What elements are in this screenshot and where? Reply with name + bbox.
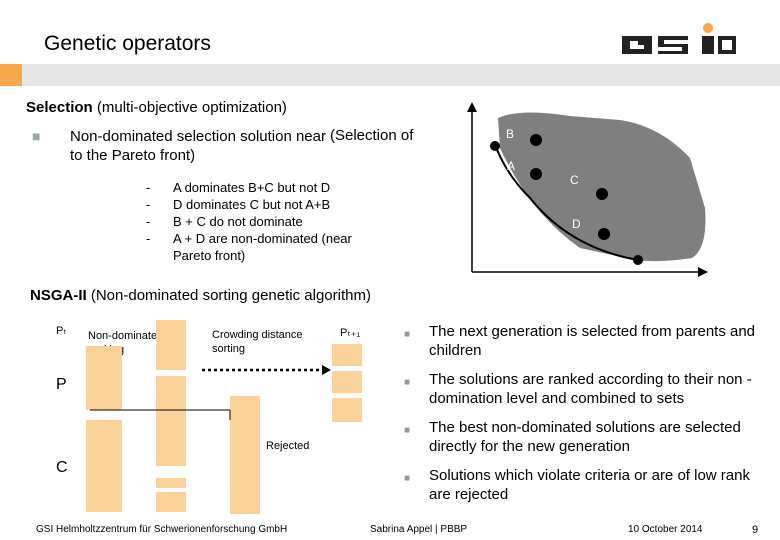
parent-population-bar xyxy=(86,346,122,410)
point-c xyxy=(596,188,608,200)
point-front-1 xyxy=(490,141,500,151)
feasible-region xyxy=(498,112,706,262)
rank-bar-3 xyxy=(156,478,186,488)
header-accent xyxy=(0,64,22,86)
gsi-logo xyxy=(622,23,736,54)
rejected-bar xyxy=(230,396,260,514)
rank-bar-1 xyxy=(156,320,186,370)
pt1-label: Pₜ₊₁ xyxy=(340,327,361,339)
dominance-list: -A dominates B+C but not D -D dominates … xyxy=(146,179,353,264)
nsga-arrows xyxy=(90,365,331,420)
rank-bar-2 xyxy=(156,376,186,466)
nsga-bullet-list: ■The next generation is selected from pa… xyxy=(404,322,774,514)
selection-bullet-suffix: (Selection of xyxy=(330,127,414,144)
header-band xyxy=(0,64,780,86)
selection-bullet-text: Non-dominated selection solution near to… xyxy=(70,128,326,164)
pareto-diagram: B A C D xyxy=(467,102,708,277)
pt-label: Pₜ xyxy=(56,325,67,337)
point-a xyxy=(530,168,542,180)
slide-title: Genetic operators xyxy=(44,32,211,55)
list-item: ■The solutions are ranked according to t… xyxy=(404,371,752,407)
next-bar-2 xyxy=(332,371,362,393)
list-item: -A + D are non-dominated (near Pareto fr… xyxy=(146,231,352,263)
list-item: ■The best non-dominated solutions are se… xyxy=(404,419,741,455)
x-axis-arrow xyxy=(698,267,708,277)
list-item: -B + C do not dominate xyxy=(146,214,303,229)
nsga-heading: NSGA-II (Non-dominated sorting genetic a… xyxy=(30,287,371,304)
rank-bar-4 xyxy=(156,492,186,512)
list-item: ■Solutions which violate criteria or are… xyxy=(404,467,750,503)
y-axis-arrow xyxy=(467,102,477,112)
c-label: C xyxy=(56,459,68,476)
point-front-2 xyxy=(633,255,643,265)
point-b xyxy=(530,134,542,146)
list-item: -A dominates B+C but not D xyxy=(146,180,331,195)
selection-heading-bold: Selection xyxy=(26,99,93,116)
label-d: D xyxy=(572,217,581,231)
next-bar-1 xyxy=(332,344,362,366)
bullet-marker: ■ xyxy=(32,128,41,144)
page-number: 9 xyxy=(752,524,759,536)
label-a: A xyxy=(507,159,515,173)
pareto-front xyxy=(493,141,639,261)
rejected-label: Rejected xyxy=(266,440,310,452)
footer-author: Sabrina Appel | PBBP xyxy=(370,524,468,535)
label-c: C xyxy=(570,173,579,187)
next-bar-3 xyxy=(332,398,362,422)
selection-heading: Selection (multi-objective optimization) xyxy=(26,99,287,116)
footer-institute: GSI Helmholtzzentrum für Schwerionenfors… xyxy=(36,524,288,535)
selection-heading-rest: (multi-objective optimization) xyxy=(92,99,287,116)
child-population-bar xyxy=(86,420,122,512)
crowding-label: Crowding distance sorting xyxy=(212,329,303,355)
list-item: -D dominates C but not A+B xyxy=(146,197,331,212)
list-item: ■The next generation is selected from pa… xyxy=(404,323,756,359)
point-d xyxy=(598,228,610,240)
p-label: P xyxy=(56,376,67,393)
label-b: B xyxy=(506,127,514,141)
footer-date: 10 October 2014 xyxy=(628,524,703,535)
